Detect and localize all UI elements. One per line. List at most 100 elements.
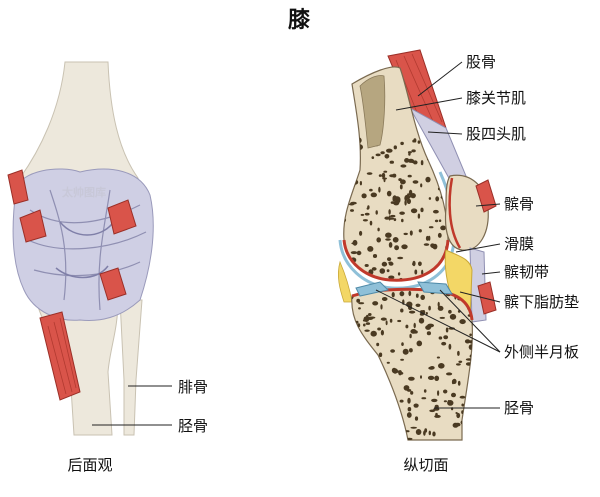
bone-pore: [428, 430, 431, 436]
bone-pore: [378, 352, 383, 358]
bone-pore: [370, 430, 376, 434]
bone-pore: [355, 381, 362, 386]
bone-pore: [351, 376, 354, 381]
bone-pore: [385, 232, 392, 238]
bone-pore: [403, 385, 410, 391]
label-knee-articularis: 膝关节肌: [466, 89, 526, 107]
bone-pore: [431, 163, 435, 168]
posterior-muscle-stub: [107, 199, 137, 235]
bone-pore: [409, 333, 412, 339]
bone-pore: [348, 203, 355, 206]
bone-pore: [426, 331, 431, 336]
bone-pore: [425, 325, 432, 329]
bone-pore: [423, 389, 427, 393]
bone-pore: [343, 217, 346, 223]
bone-pore: [390, 422, 397, 426]
bone-pore: [457, 380, 461, 386]
bone-pore: [356, 250, 362, 256]
bone-pore: [470, 430, 473, 435]
bone-pore: [343, 187, 348, 193]
bone-pore: [434, 375, 440, 381]
bone-pore: [414, 269, 418, 275]
bone-pore: [436, 356, 440, 359]
bone-pore: [409, 310, 416, 314]
bone-pore: [364, 264, 369, 267]
bone-pore: [406, 412, 412, 418]
bone-pore: [429, 409, 436, 413]
bone-pore: [381, 261, 388, 267]
bone-pore: [400, 308, 404, 313]
bone-pore: [431, 398, 438, 403]
bone-pore: [381, 297, 388, 301]
bone-pore: [400, 164, 407, 168]
bone-pore: [364, 329, 370, 332]
bone-pore: [404, 430, 410, 433]
bone-pore: [368, 313, 372, 316]
bone-pore: [407, 397, 411, 404]
bone-pore: [343, 189, 348, 196]
bone-pore: [385, 320, 388, 326]
bone-pore: [397, 272, 401, 276]
bone-pore: [439, 316, 445, 319]
bone-pore: [343, 187, 346, 191]
bone-pore: [351, 362, 357, 366]
bone-pore: [346, 160, 350, 166]
bone-pore: [461, 410, 464, 414]
bone-pore: [410, 208, 418, 214]
bone-pore: [448, 309, 452, 314]
bone-pore: [358, 307, 361, 310]
bone-pore: [428, 235, 431, 241]
bone-pore: [469, 386, 473, 391]
bone-pore: [350, 209, 354, 212]
sagittal-cartilage: [342, 239, 450, 282]
bone-pore: [423, 243, 430, 246]
bone-pore: [464, 339, 471, 344]
bone-pore: [350, 251, 358, 255]
bone-pore: [351, 371, 357, 374]
bone-pore: [425, 312, 428, 315]
bone-pore: [458, 360, 463, 363]
posterior-muscle-stub: [99, 267, 127, 301]
bone-pore: [359, 181, 362, 186]
bone-pore: [343, 159, 346, 165]
bone-pore: [380, 329, 384, 336]
bone-pore: [371, 267, 377, 271]
sagittal-meniscus: [355, 281, 390, 297]
bone-pore: [388, 242, 393, 248]
bone-pore: [377, 227, 380, 232]
bone-pore: [408, 376, 415, 381]
label-fibula-posterior: 腓骨: [178, 378, 208, 396]
caption-posterior-view: 后面观: [67, 456, 112, 474]
bone-pore: [381, 410, 387, 415]
bone-pore: [367, 420, 371, 424]
watermark: 太帅图库: [61, 185, 106, 199]
bone-pore: [469, 387, 473, 393]
sagittal-quadriceps-tendon: [408, 106, 467, 181]
bone-pore: [362, 427, 369, 434]
bone-pore: [455, 422, 461, 427]
bone-pore: [469, 333, 472, 337]
bone-pore: [412, 180, 419, 184]
bone-pore: [403, 232, 408, 236]
bone-pore: [388, 427, 392, 431]
bone-pore: [343, 196, 348, 201]
bone-pore: [358, 302, 365, 305]
bone-pore: [357, 278, 362, 281]
bone-pore: [412, 262, 416, 266]
bone-pore: [430, 243, 437, 249]
bone-pore: [459, 395, 466, 399]
label-patella: 髌骨: [504, 195, 534, 213]
bone-pore: [413, 322, 416, 329]
bone-pore: [413, 330, 418, 334]
bone-pore: [401, 244, 408, 250]
bone-pore: [391, 404, 398, 409]
bone-pore: [364, 212, 370, 216]
bone-pore: [351, 342, 355, 344]
bone-pore: [465, 358, 473, 361]
bone-pore: [415, 303, 421, 307]
bone-pore: [389, 160, 394, 164]
bone-pore: [418, 261, 422, 267]
bone-pore: [361, 193, 367, 199]
page-title: 膝: [288, 8, 311, 33]
